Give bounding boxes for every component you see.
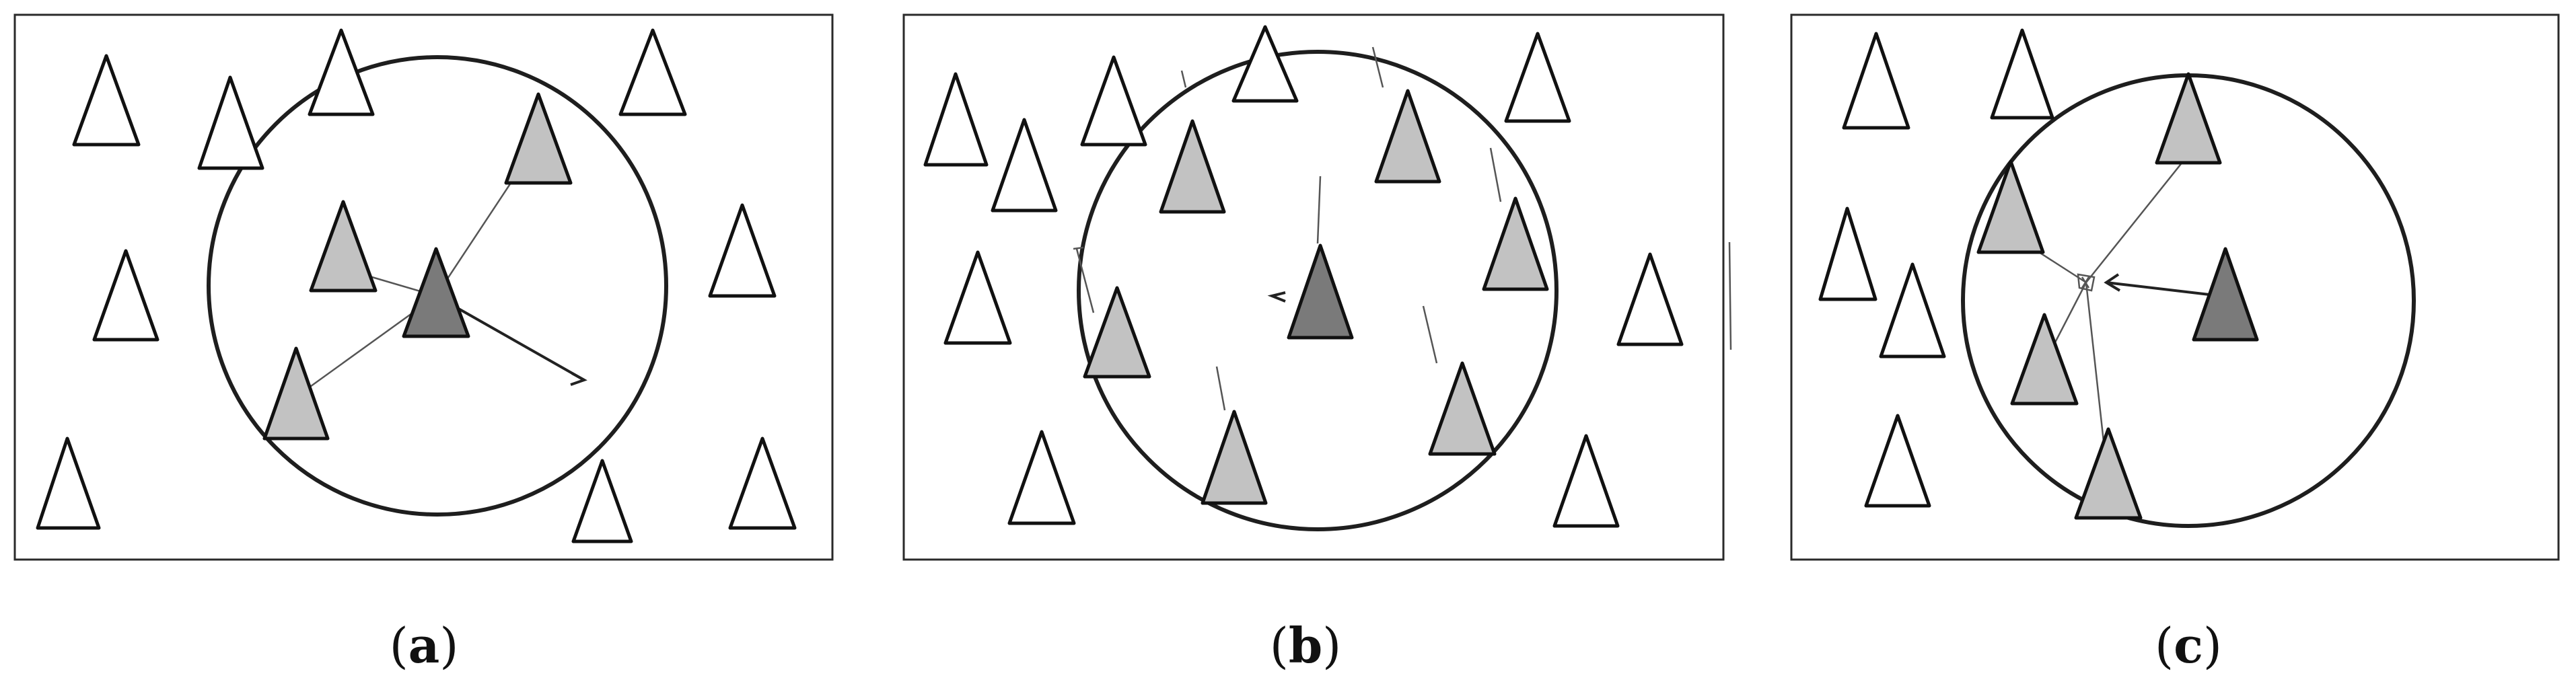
node-empty [1842,32,1910,130]
node-empty [923,72,989,167]
node-empty [1864,414,1931,508]
node-neighbor [1976,159,2045,254]
node-empty [1879,262,1946,358]
link [1422,305,1438,364]
link [1316,176,1322,244]
node-empty [1007,430,1076,525]
range-circle [1077,50,1559,531]
node-neighbor [2155,72,2222,165]
arrow-head [2104,273,2121,292]
node-focus [1287,243,1354,340]
link [1075,248,1095,313]
link [2077,273,2096,292]
node-neighbor [1201,410,1268,505]
node-empty [92,249,159,342]
node-neighbor [1083,286,1151,379]
link [1489,147,1502,202]
arrow-head [570,372,587,386]
node-neighbor [504,92,573,185]
node-empty [1552,434,1620,528]
panel-b: (b) [902,13,1732,674]
panel-a: (a) [13,13,834,674]
panel-c: (c) [1790,13,2560,674]
node-neighbor [2074,427,2143,520]
node-empty [571,459,633,543]
node-neighbor [262,346,330,441]
node-empty [728,436,797,530]
node-empty [991,118,1058,213]
node-neighbor [1374,89,1441,184]
node-focus [2192,247,2259,342]
node-empty [618,28,687,116]
node-empty [1504,32,1571,123]
link [2085,154,2189,283]
movement-arrow [2106,281,2221,297]
node-empty [1990,28,2054,120]
range-circle [207,55,668,517]
link [1073,246,1084,250]
node-empty [308,28,375,116]
node-neighbor [1428,361,1497,456]
node-neighbor [1482,196,1549,291]
panel-caption: (c) [2155,617,2222,674]
link [1180,70,1187,88]
panel-caption: (b) [1270,617,1342,674]
link [1215,366,1226,411]
panel-caption: (a) [390,617,459,674]
node-empty [1818,206,1877,301]
node-neighbor [309,200,378,293]
node-empty [72,54,141,147]
node-neighbor [1159,119,1226,214]
node-empty [1080,55,1147,147]
node-empty [943,250,1012,345]
node-focus [402,247,470,338]
node-empty [36,436,101,530]
movement-arrow [435,295,585,381]
arrow-head [1267,291,1286,303]
link [1371,46,1384,88]
node-empty [1231,25,1299,103]
node-empty [708,203,777,298]
node-empty [197,75,264,170]
link [1728,241,1732,350]
node-empty [1616,252,1684,346]
connection-lines [1073,46,1732,411]
node-neighbor [2010,313,2079,406]
